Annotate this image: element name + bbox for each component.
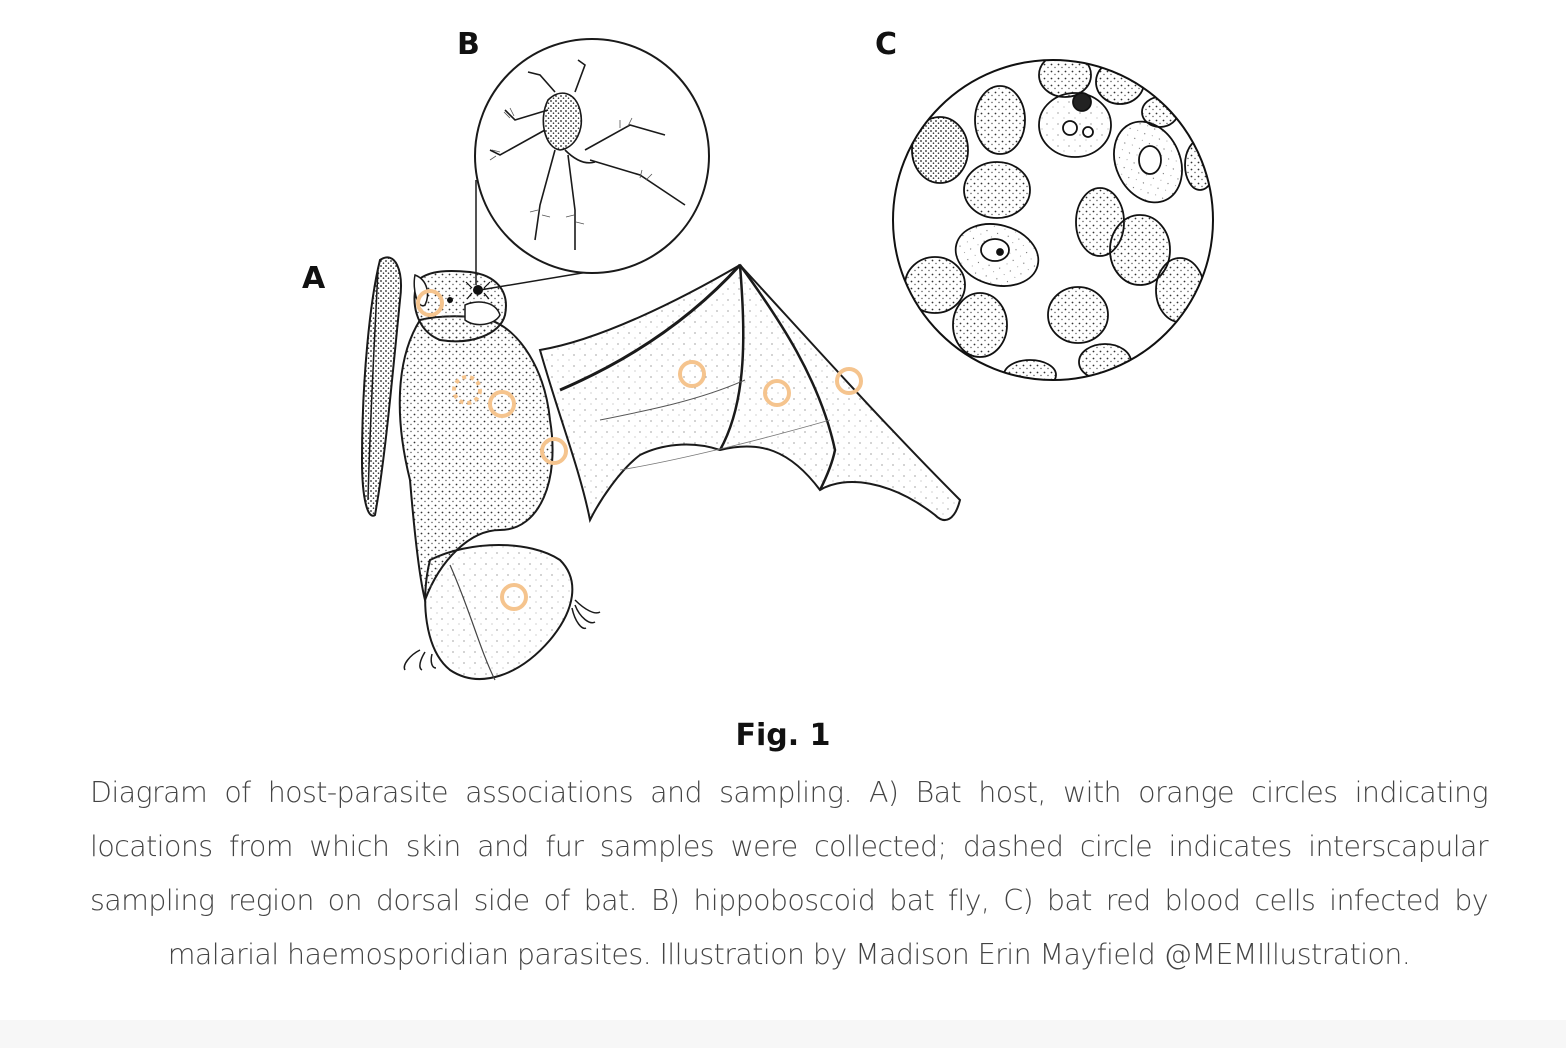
page-bottom-bar [0, 1020, 1566, 1048]
sample-circle [763, 379, 791, 407]
sample-circle [416, 289, 444, 317]
sample-circle [488, 390, 516, 418]
figure-caption: Diagram of host-parasite associations an… [90, 776, 1489, 971]
panel-label-c: C [875, 27, 898, 62]
figure-title: Fig. 1 [735, 718, 831, 753]
interscapular-dashed-circle [452, 375, 482, 405]
panel-label-a: A [302, 261, 326, 296]
bat-diagram [360, 38, 1214, 681]
sample-circle [500, 583, 528, 611]
panel-c-red-blood-cells [892, 59, 1214, 381]
figure-illustration: A B C [302, 27, 1214, 681]
panel-b-bat-fly [474, 38, 710, 291]
sample-circle [540, 437, 568, 465]
bat-body [360, 256, 601, 681]
bat-wing [538, 263, 962, 524]
panel-label-b: B [457, 27, 480, 62]
sample-circle [835, 367, 863, 395]
sample-circle [678, 360, 706, 388]
sampling-circles [416, 289, 863, 611]
